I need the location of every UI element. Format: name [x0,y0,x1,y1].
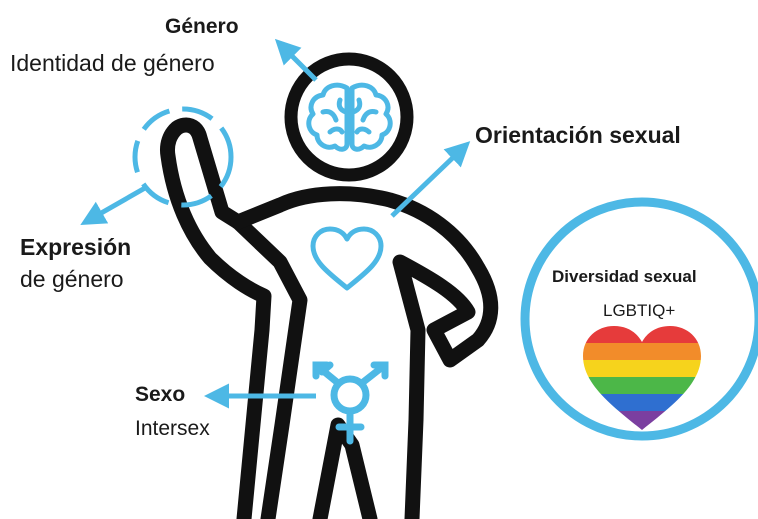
diversidad-title: Diversidad sexual [552,267,697,286]
sexo-subtitle: Intersex [135,417,210,440]
transgender-symbol-icon [312,361,389,445]
brain-icon [306,82,393,152]
diversidad-subtitle: LGBTIQ+ [603,301,676,320]
hand-dashed-circle [132,106,234,208]
arrows [80,38,471,409]
genero-title: Género [165,15,239,38]
genero-subtitle: Identidad de género [10,50,215,76]
sexo-title: Sexo [135,383,186,406]
heart-icon [310,226,384,291]
expresion-subtitle: de género [20,266,124,292]
arrow-genero [274,38,318,82]
person-outline [160,117,499,519]
diversidad-circle [520,197,758,441]
arrow-orientacion [390,141,471,218]
expresion-title: Expresión [20,234,132,260]
arrow-expresion [80,185,147,225]
orientacion-label: Orientación sexual [475,122,681,148]
